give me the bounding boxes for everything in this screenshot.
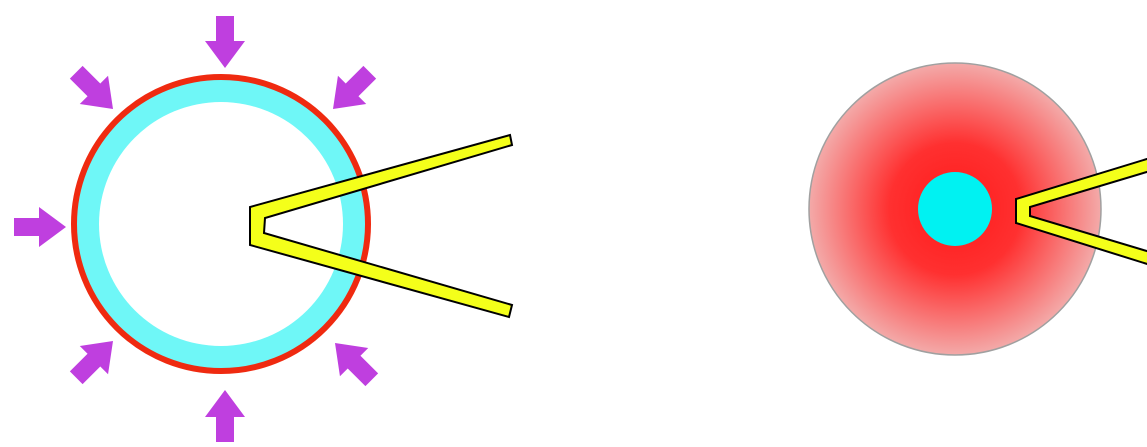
arrow-icon	[319, 58, 384, 123]
arrow-icon	[14, 207, 66, 247]
left-panel	[14, 16, 512, 442]
shell-inner-hollow	[99, 102, 343, 346]
right-panel	[809, 63, 1147, 355]
arrow-icon	[321, 329, 386, 394]
arrow-icon	[205, 16, 245, 68]
arrow-icon	[62, 327, 127, 392]
dense-core	[918, 172, 992, 246]
arrow-icon	[205, 390, 245, 442]
hollow-shell	[74, 77, 368, 371]
arrow-icon	[62, 58, 127, 123]
